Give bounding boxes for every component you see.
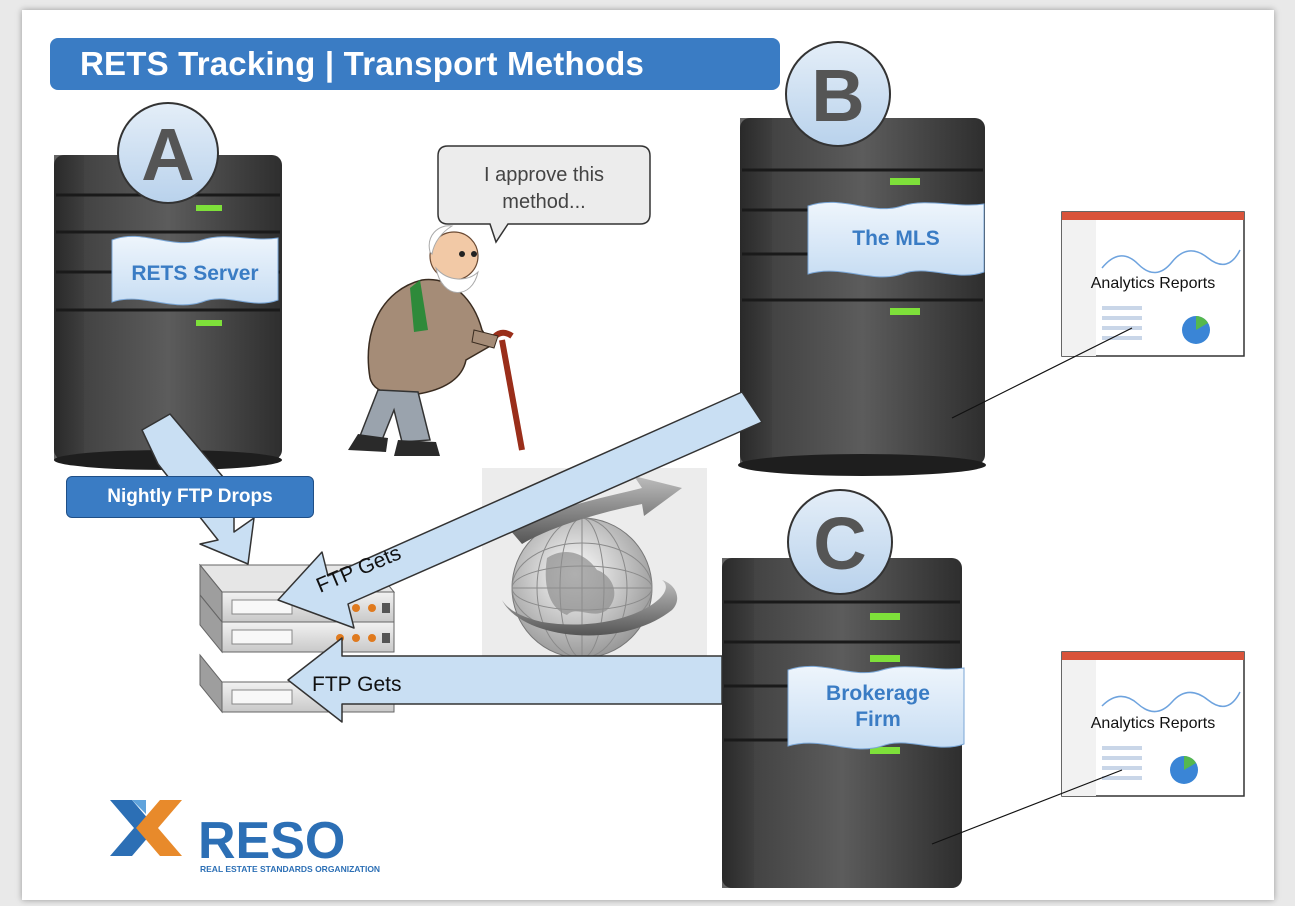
led-indicator: [890, 308, 920, 315]
ftp-gets-lower-arrow: FTP Gets: [287, 637, 723, 723]
old-man-illustration: [348, 225, 525, 456]
letter-c: C: [813, 502, 866, 585]
slide-title: RETS Tracking | Transport Methods: [50, 38, 780, 90]
ftp-gets-lower-text: FTP Gets: [312, 673, 401, 696]
analytics-top-text: Analytics Reports: [1091, 275, 1216, 292]
rets-server-label: RETS Server: [111, 235, 279, 306]
reso-mark-icon: [110, 800, 182, 856]
reso-name: RESO: [198, 812, 345, 870]
nightly-ftp-drops-label: Nightly FTP Drops: [66, 476, 314, 518]
tower-b-server-icon: [738, 118, 986, 476]
the-mls-text: The MLS: [852, 227, 940, 250]
letter-c-badge: C: [787, 489, 893, 595]
led-indicator: [870, 747, 900, 754]
internet-globe-icon: [482, 468, 707, 659]
the-mls-label: The MLS: [807, 201, 985, 278]
connector-line-c: [931, 769, 1123, 845]
rets-server-text: RETS Server: [131, 262, 258, 285]
connector-line-b: [951, 327, 1133, 419]
led-indicator: [890, 178, 920, 185]
brokerage-firm-label: Brokerage Firm: [787, 665, 965, 750]
firm-text: Firm: [855, 708, 901, 731]
analytics-bottom-text: Analytics Reports: [1091, 715, 1216, 732]
letter-b-badge: B: [785, 41, 891, 147]
letter-a: A: [141, 113, 194, 196]
reso-tagline: REAL ESTATE STANDARDS ORGANIZATION: [200, 864, 380, 874]
brokerage-text: Brokerage: [826, 682, 930, 705]
letter-b: B: [811, 54, 864, 137]
speech-line-1: I approve this: [484, 164, 604, 186]
analytics-report-top-card: Analytics Reports: [1061, 211, 1245, 357]
slide: RETS Tracking | Transport Methods: [22, 10, 1274, 900]
led-indicator: [870, 655, 900, 662]
speech-line-2: method...: [502, 191, 585, 213]
letter-a-badge: A: [117, 102, 219, 204]
reso-logo: RESO REAL ESTATE STANDARDS ORGANIZATION: [110, 800, 380, 874]
led-indicator: [870, 613, 900, 620]
led-indicator: [196, 205, 222, 211]
speech-bubble: I approve this method...: [437, 145, 651, 244]
diagram-canvas: A RETS Server B The MLS: [54, 41, 1245, 888]
led-indicator: [196, 320, 222, 326]
analytics-report-bottom-card: Analytics Reports: [1061, 651, 1245, 797]
